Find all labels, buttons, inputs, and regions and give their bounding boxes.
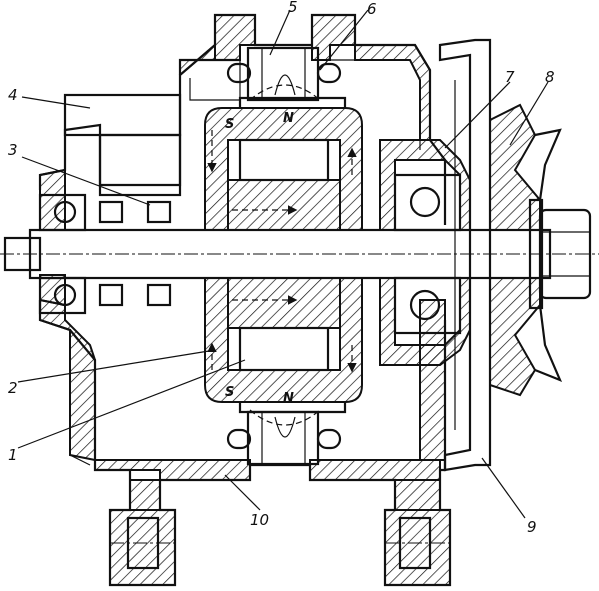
stator-winding-left-bottom: [226, 428, 252, 450]
brush-holder: [63, 93, 182, 197]
pole-mark-top-n: N: [283, 111, 294, 126]
callout-1: 1: [8, 446, 18, 464]
callout-4: 4: [8, 86, 18, 104]
excitation-winding-top: [238, 138, 330, 182]
right-bearing-top: [393, 173, 462, 232]
front-cover: [379, 139, 471, 366]
stator-winding-left-top: [226, 62, 252, 84]
leader-lines: [17, 9, 549, 519]
callout-5: 5: [288, 0, 298, 16]
callout-7: 7: [505, 68, 515, 86]
stator-winding-right-top: [316, 62, 342, 84]
pole-mark-bottom-s: S: [225, 385, 234, 400]
slip-rings: [98, 200, 172, 307]
callout-6: 6: [367, 0, 377, 18]
shaft: [0, 228, 599, 280]
pulley-nut: [528, 198, 592, 310]
pole-mark-top-s: S: [225, 117, 234, 132]
callout-9: 9: [527, 518, 537, 536]
excitation-winding-bottom: [238, 326, 330, 372]
rotor: [204, 84, 363, 426]
callout-2: 2: [8, 379, 18, 397]
stator: [226, 46, 342, 466]
stator-winding-right-bottom: [316, 428, 342, 450]
right-bearing-bottom: [393, 276, 462, 335]
callout-3: 3: [8, 141, 18, 159]
fan: [438, 38, 492, 472]
callout-8: 8: [545, 68, 555, 86]
pole-mark-bottom-n: N: [283, 391, 294, 406]
callout-10: 10: [250, 511, 269, 529]
